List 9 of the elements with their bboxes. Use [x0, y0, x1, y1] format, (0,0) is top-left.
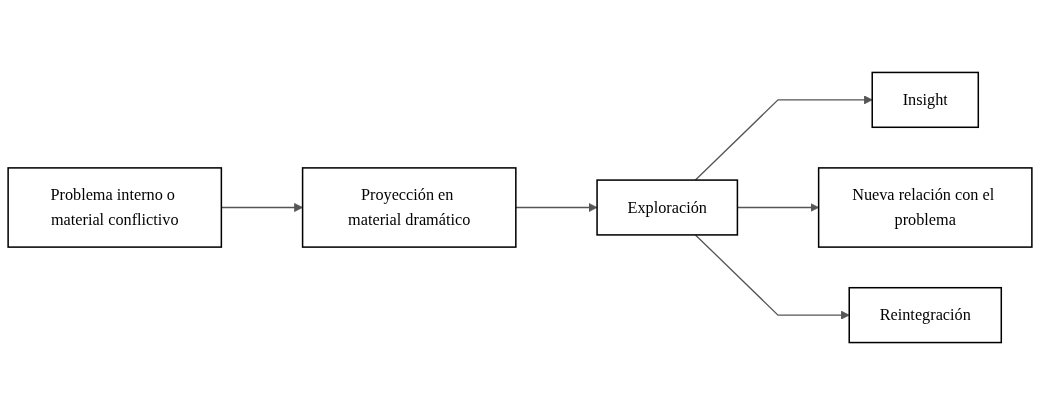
node-box: Insight: [871, 71, 980, 129]
arrow: [515, 203, 598, 212]
arrow: [694, 95, 873, 181]
node-box: Reintegración: [848, 286, 1003, 344]
node-box: Proyección en material dramático: [301, 167, 517, 248]
node-box: Exploración: [596, 179, 739, 236]
node-box: Problema interno o material conflictivo: [7, 167, 223, 248]
node-box: Nueva relación con el problema: [817, 167, 1033, 248]
arrow: [694, 234, 850, 320]
